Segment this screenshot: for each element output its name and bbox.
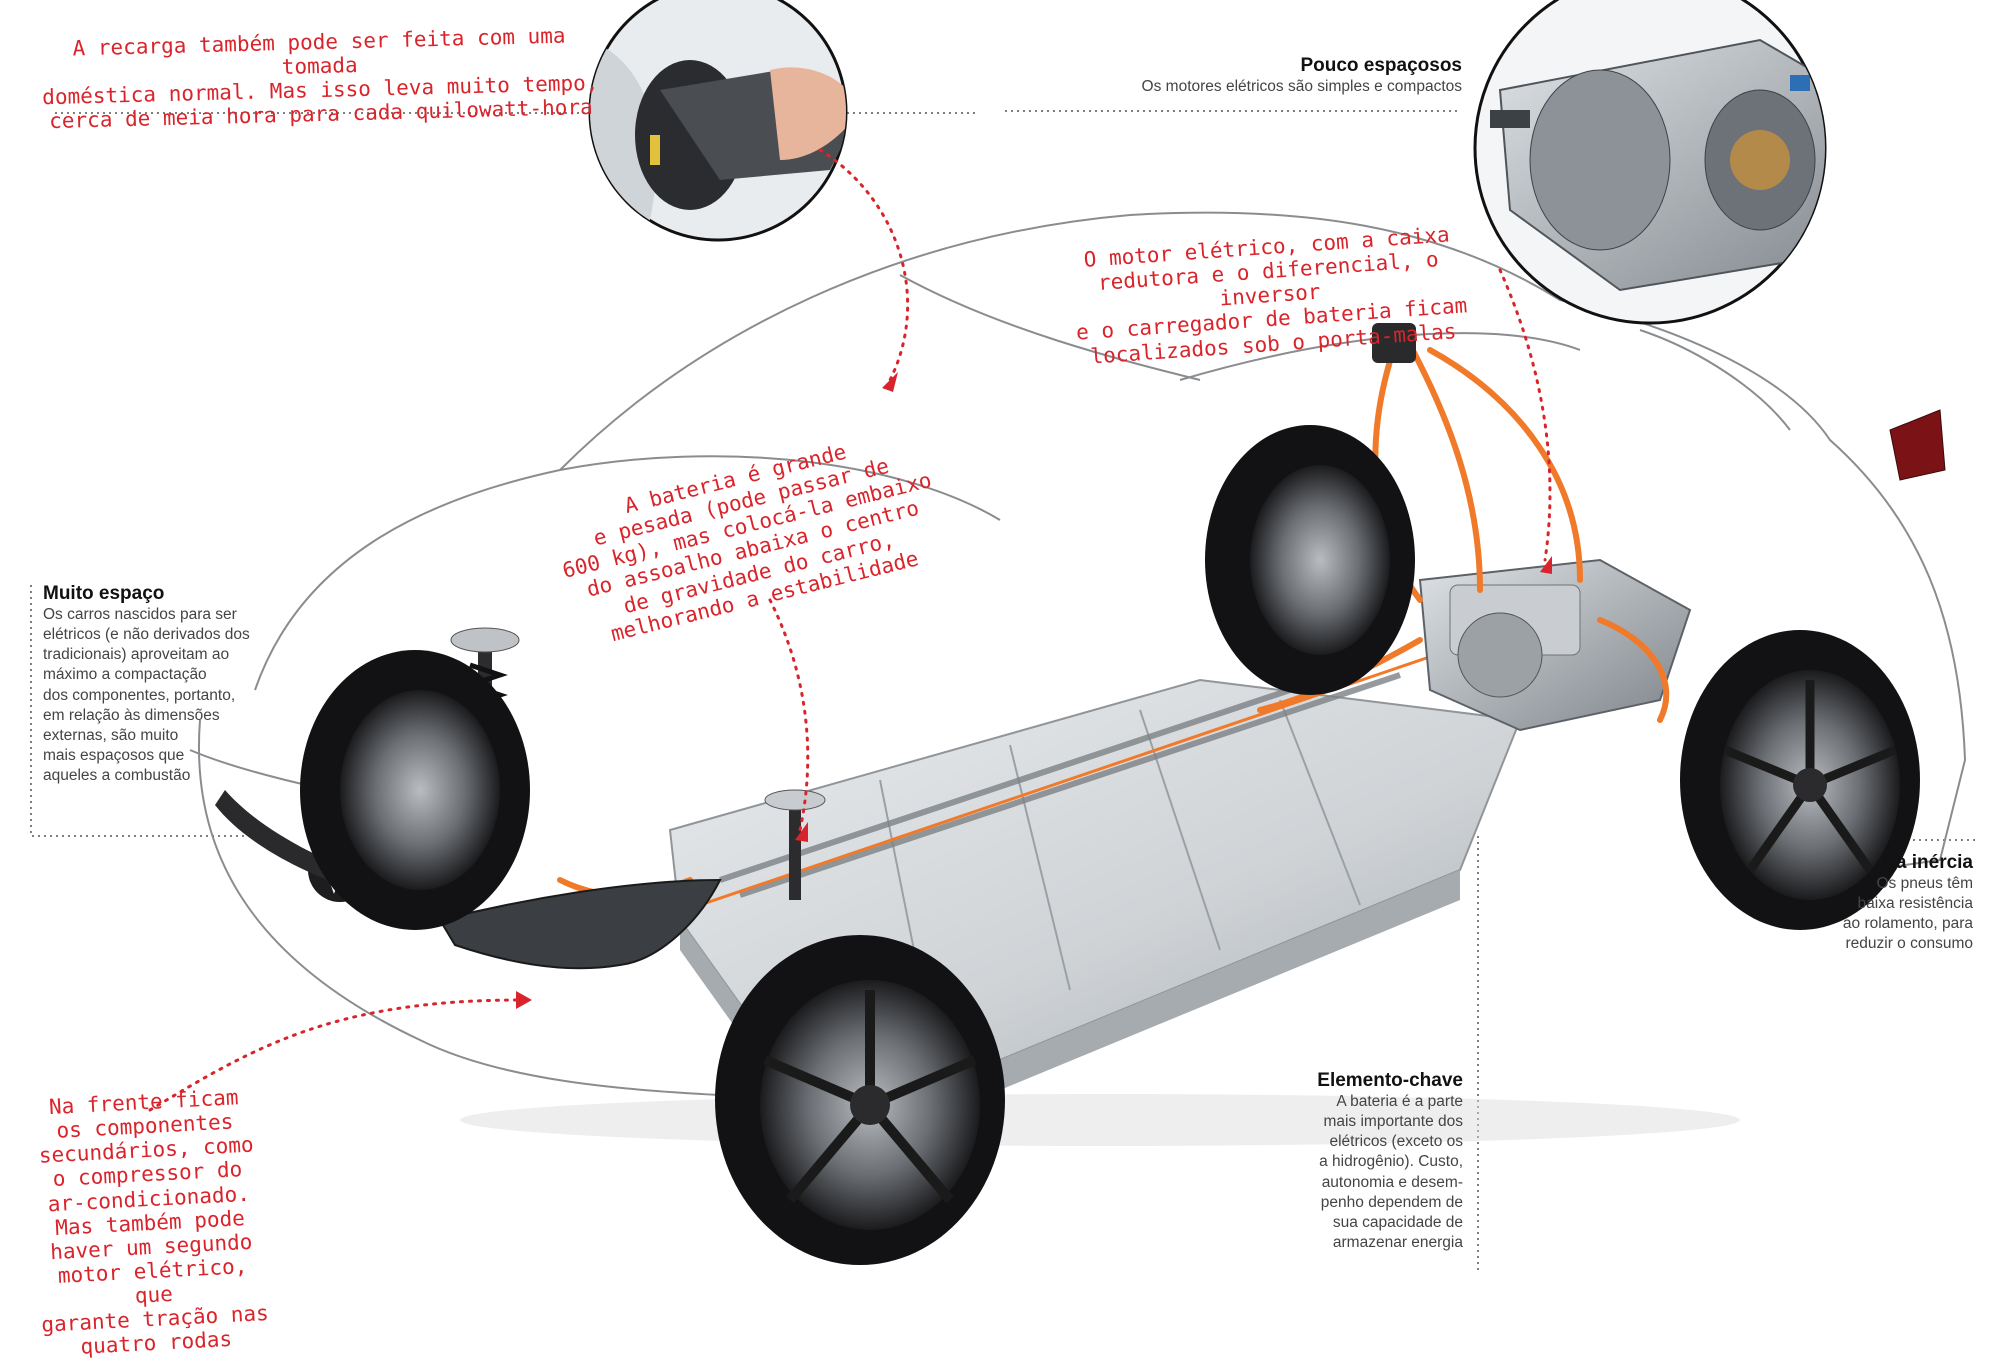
inset-motor xyxy=(1473,0,1827,325)
note-na-inercia-title: Na inércia xyxy=(1882,852,1973,873)
wheel-rear-left xyxy=(1205,425,1415,695)
note-na-inercia: Na inércia Os pneus têm baixa resistênci… xyxy=(1770,852,1973,955)
note-elemento-chave: Elemento-chave A bateria é a parte mais … xyxy=(1260,1070,1463,1253)
note-elemento-chave-body: A bateria é a parte mais importante dos … xyxy=(1319,1093,1463,1251)
note-elemento-chave-title: Elemento-chave xyxy=(1317,1070,1463,1091)
annotation-front-components: Na frente ficam os componentes secundári… xyxy=(38,1085,270,1360)
note-pouco-espacosos-body: Os motores elétricos são simples e compa… xyxy=(1141,78,1462,95)
annotation-arrows xyxy=(148,148,1552,1112)
wheel-front-left xyxy=(300,650,530,930)
note-muito-espaco-body: Os carros nascidos para ser elétricos (e… xyxy=(43,606,250,785)
rear-motor-unit xyxy=(1418,558,1692,732)
annotation-recharge: A recarga também pode ser feita com uma … xyxy=(41,23,599,134)
ground-shadow xyxy=(460,1094,1740,1146)
headlight xyxy=(438,878,722,970)
taillight xyxy=(1889,409,1946,481)
inset-charging xyxy=(588,0,848,242)
wheel-front-right xyxy=(715,935,1005,1265)
note-muito-espaco-title: Muito espaço xyxy=(43,583,165,604)
charge-port xyxy=(1372,323,1416,363)
arrowheads xyxy=(516,372,1552,1009)
wheel-rear-right xyxy=(1680,630,1920,930)
note-muito-espaco: Muito espaço Os carros nascidos para ser… xyxy=(43,583,283,786)
note-na-inercia-body: Os pneus têm baixa resistência ao rolame… xyxy=(1842,875,1973,953)
note-pouco-espacosos-title: Pouco espaçosos xyxy=(1300,55,1462,76)
note-pouco-espacosos: Pouco espaçosos Os motores elétricos são… xyxy=(1000,55,1462,97)
